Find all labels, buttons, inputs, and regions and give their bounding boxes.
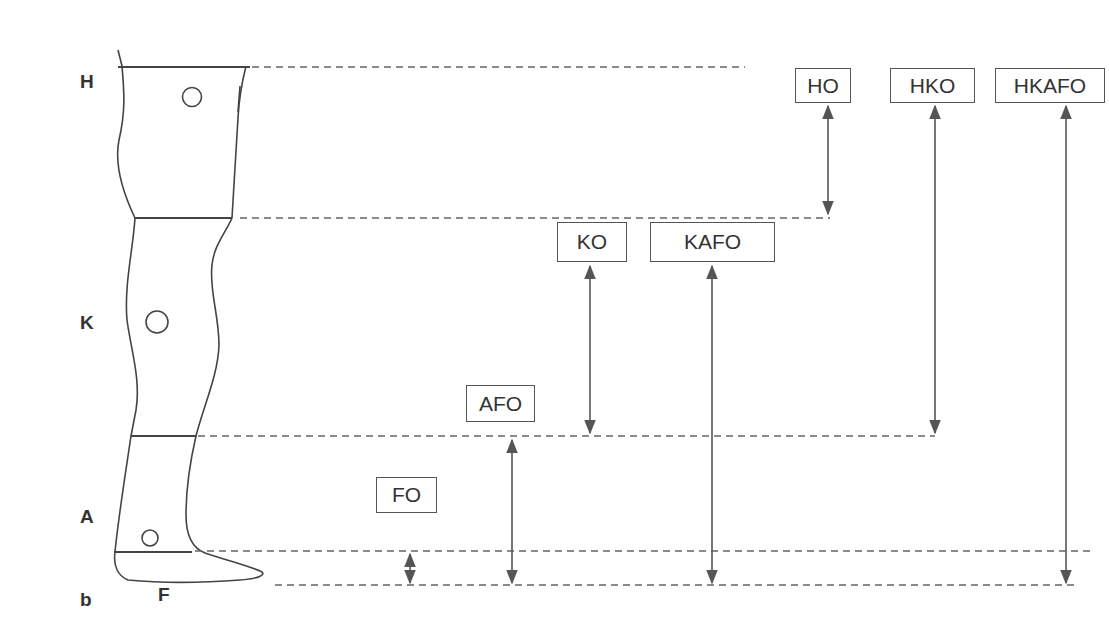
leg-outline xyxy=(114,50,263,582)
orthosis-box: KAFO xyxy=(650,222,775,262)
level-label: b xyxy=(80,589,92,611)
level-label: F xyxy=(158,584,170,606)
level-label: A xyxy=(80,506,94,528)
orthosis-box: HKO xyxy=(890,68,975,103)
orthosis-name: HO xyxy=(807,74,839,98)
level-label: H xyxy=(80,71,94,93)
orthosis-box: AFO xyxy=(466,385,535,422)
orthosis-name: KAFO xyxy=(684,230,741,254)
orthosis-name: HKO xyxy=(910,74,956,98)
orthosis-name: AFO xyxy=(479,392,522,416)
orthosis-name: HKAFO xyxy=(1014,74,1086,98)
orthosis-name: KO xyxy=(577,230,607,254)
level-label: K xyxy=(80,312,94,334)
orthosis-box: KO xyxy=(557,222,627,262)
orthosis-box: HO xyxy=(795,68,851,103)
orthosis-box: HKAFO xyxy=(995,68,1105,103)
orthosis-name: FO xyxy=(392,483,421,507)
level-lines xyxy=(195,67,1090,585)
orthosis-box: FO xyxy=(376,477,437,513)
range-arrows xyxy=(410,106,1066,583)
